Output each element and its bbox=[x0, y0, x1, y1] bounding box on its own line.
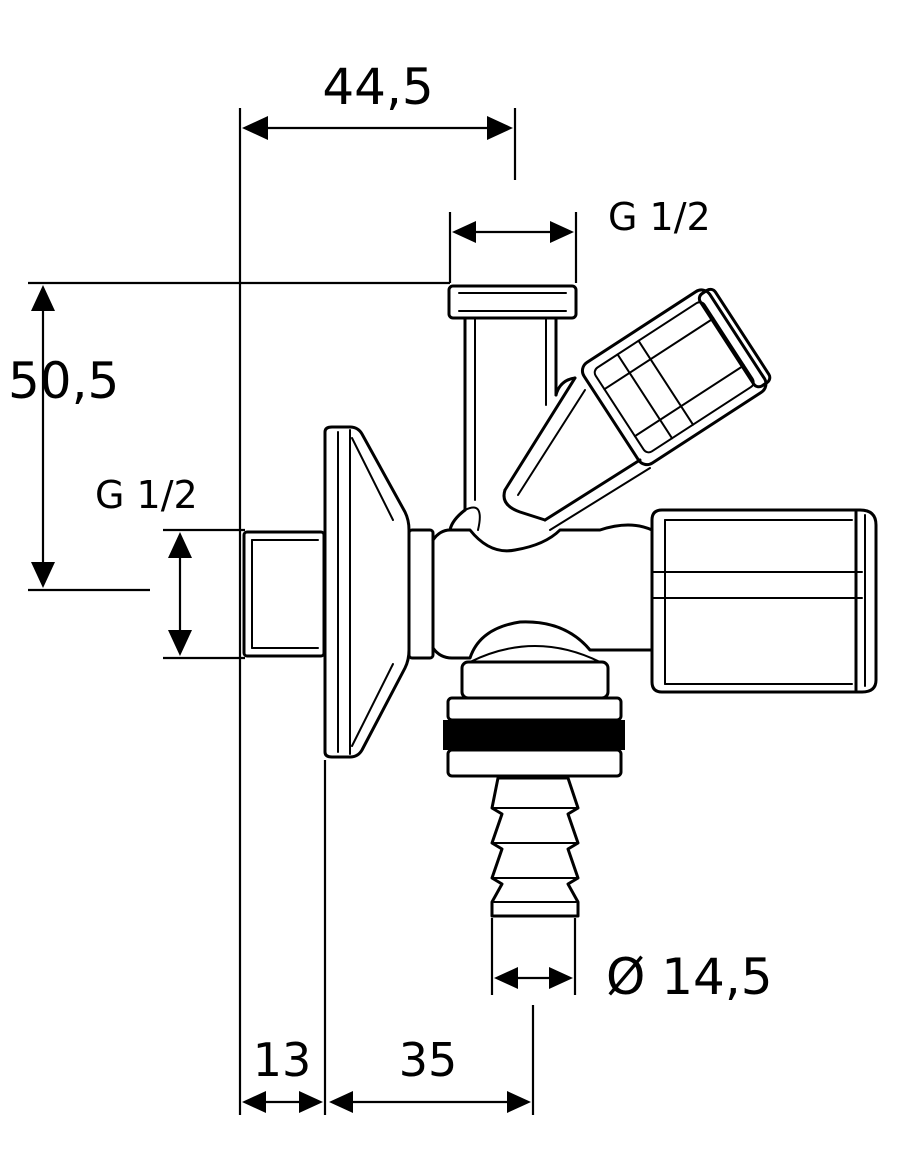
wall-thread bbox=[242, 530, 326, 658]
neck-ring bbox=[407, 528, 435, 660]
arrow-right bbox=[487, 116, 513, 140]
extension-lines bbox=[28, 108, 578, 1115]
arrow-down bbox=[168, 630, 192, 656]
arrow-left bbox=[452, 221, 476, 243]
arrow-right bbox=[507, 1091, 531, 1113]
dimension-44-5 bbox=[242, 116, 513, 140]
valve-body bbox=[242, 284, 878, 918]
arrow-left bbox=[494, 967, 518, 989]
dimension-13 bbox=[242, 1091, 323, 1113]
hose-nozzle bbox=[490, 776, 580, 918]
arrow-up bbox=[168, 532, 192, 558]
bottom-nut bbox=[443, 645, 625, 778]
arrow-up bbox=[31, 285, 55, 311]
arrow-right bbox=[299, 1091, 323, 1113]
label-35: 35 bbox=[399, 1033, 458, 1087]
dimension-hose-diameter bbox=[494, 967, 573, 989]
arrow-right bbox=[550, 221, 574, 243]
main-tube bbox=[431, 523, 654, 660]
arrow-left bbox=[329, 1091, 353, 1113]
label-13: 13 bbox=[253, 1033, 312, 1087]
arrow-down bbox=[31, 562, 55, 588]
rosette-flange bbox=[323, 425, 411, 759]
arrow-left bbox=[242, 116, 268, 140]
right-handle bbox=[650, 508, 878, 694]
label-g12-left: G 1/2 bbox=[95, 473, 198, 517]
angled-cap bbox=[580, 287, 772, 467]
angled-branch bbox=[502, 376, 651, 531]
label-g12-top: G 1/2 bbox=[608, 195, 711, 239]
dimension-35 bbox=[329, 1091, 531, 1113]
label-44-5: 44,5 bbox=[322, 58, 433, 116]
dimension-50-5 bbox=[31, 285, 55, 588]
top-outlet bbox=[447, 284, 578, 532]
arrow-left bbox=[242, 1091, 266, 1113]
arrow-right bbox=[549, 967, 573, 989]
label-50-5: 50,5 bbox=[8, 352, 119, 410]
dimension-g12-top bbox=[452, 221, 574, 243]
label-hose-diameter: Ø 14,5 bbox=[606, 948, 773, 1006]
dimension-g12-left bbox=[168, 532, 192, 656]
